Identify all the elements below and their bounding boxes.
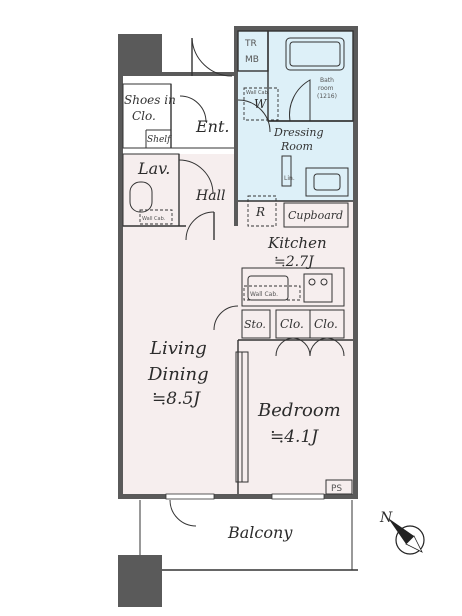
- hall-door: [185, 211, 215, 241]
- storage: [241, 309, 271, 339]
- label-ps: PS: [331, 484, 342, 494]
- label-hall: Hall: [195, 188, 226, 204]
- kitchen-wall-cab-space: [243, 285, 301, 301]
- dressing-door: [237, 99, 271, 133]
- label-kitchen: Kitchen: [267, 234, 327, 252]
- wall-north-wet: [234, 26, 358, 31]
- burner-2: [320, 278, 328, 286]
- closet-doors-2: [309, 337, 345, 357]
- label-shoes-line1: Shoes in: [124, 93, 176, 107]
- label-dressing-1: Dressing: [273, 126, 324, 139]
- window-living: [165, 493, 215, 500]
- label-toilet-wall-cab: Wall Cab.: [142, 216, 166, 222]
- label-washer: W: [254, 97, 268, 111]
- label-bath-3: (1216): [317, 93, 337, 100]
- vanity: [305, 167, 349, 197]
- shoes-door: [179, 95, 207, 123]
- wet-area: [238, 31, 353, 201]
- kitchen-counter: [241, 267, 345, 307]
- toilet-wall-cab: [139, 209, 173, 225]
- cupboard: [283, 202, 349, 228]
- pipe-space: [325, 479, 353, 495]
- fridge-space: [247, 195, 277, 227]
- label-shelf: Shelf: [147, 135, 172, 145]
- label-bedroom-size: ≒4.1J: [270, 427, 319, 447]
- vanity-basin: [313, 173, 341, 191]
- wall-south: [118, 494, 358, 499]
- label-bath-1: Bath: [320, 77, 334, 84]
- label-living-size: ≒8.5J: [152, 389, 201, 409]
- balcony-door: [169, 499, 197, 527]
- entry-door-arc: [191, 37, 233, 77]
- label-living-2: Dining: [147, 364, 209, 385]
- stove: [303, 273, 333, 303]
- storage-door: [213, 305, 239, 331]
- bath-door: [289, 79, 311, 122]
- wall-north-entry: [162, 72, 236, 76]
- wall-west: [118, 76, 123, 496]
- label-dressing-2: Room: [280, 140, 313, 153]
- label-lavatory: Lav.: [137, 159, 170, 178]
- label-tr: TR: [244, 39, 257, 49]
- column-top-left: [118, 34, 162, 76]
- label-balcony: Balcony: [227, 523, 293, 542]
- compass-label: N: [379, 510, 393, 526]
- label-closet-2: Clo.: [314, 317, 338, 331]
- column-bottom-left: [118, 555, 162, 607]
- label-closet-1: Clo.: [280, 317, 304, 331]
- label-fridge: R: [255, 205, 265, 219]
- label-cupboard: Cupboard: [288, 209, 343, 222]
- burner-1: [308, 278, 316, 286]
- entrance-zone: [123, 76, 234, 154]
- window-bedroom: [271, 493, 325, 500]
- label-kitchen-wall-cab: Wall Cab.: [250, 291, 278, 298]
- bathtub-inner: [289, 41, 341, 67]
- wall-wet-west: [234, 26, 238, 226]
- label-bath-2: room: [318, 85, 334, 92]
- label-mb: MB: [245, 55, 259, 65]
- label-kitchen-size: ≒2.7J: [274, 254, 315, 270]
- linen-cabinet: [281, 155, 292, 187]
- label-shoes-line2: Clo.: [132, 109, 156, 123]
- washer-space: [243, 87, 279, 121]
- label-linen: Lin.: [284, 175, 295, 182]
- label-washer-tag: Wall Cab.: [246, 90, 270, 96]
- label-storage: Sto.: [244, 318, 266, 331]
- bathtub: [285, 37, 345, 71]
- label-entrance: Ent.: [195, 117, 230, 136]
- label-bedroom: Bedroom: [257, 400, 341, 421]
- wall-east: [353, 26, 358, 496]
- lav-door: [178, 159, 214, 195]
- compass-icon: N: [379, 510, 425, 555]
- toilet: [129, 181, 153, 213]
- label-living-1: Living: [149, 338, 207, 359]
